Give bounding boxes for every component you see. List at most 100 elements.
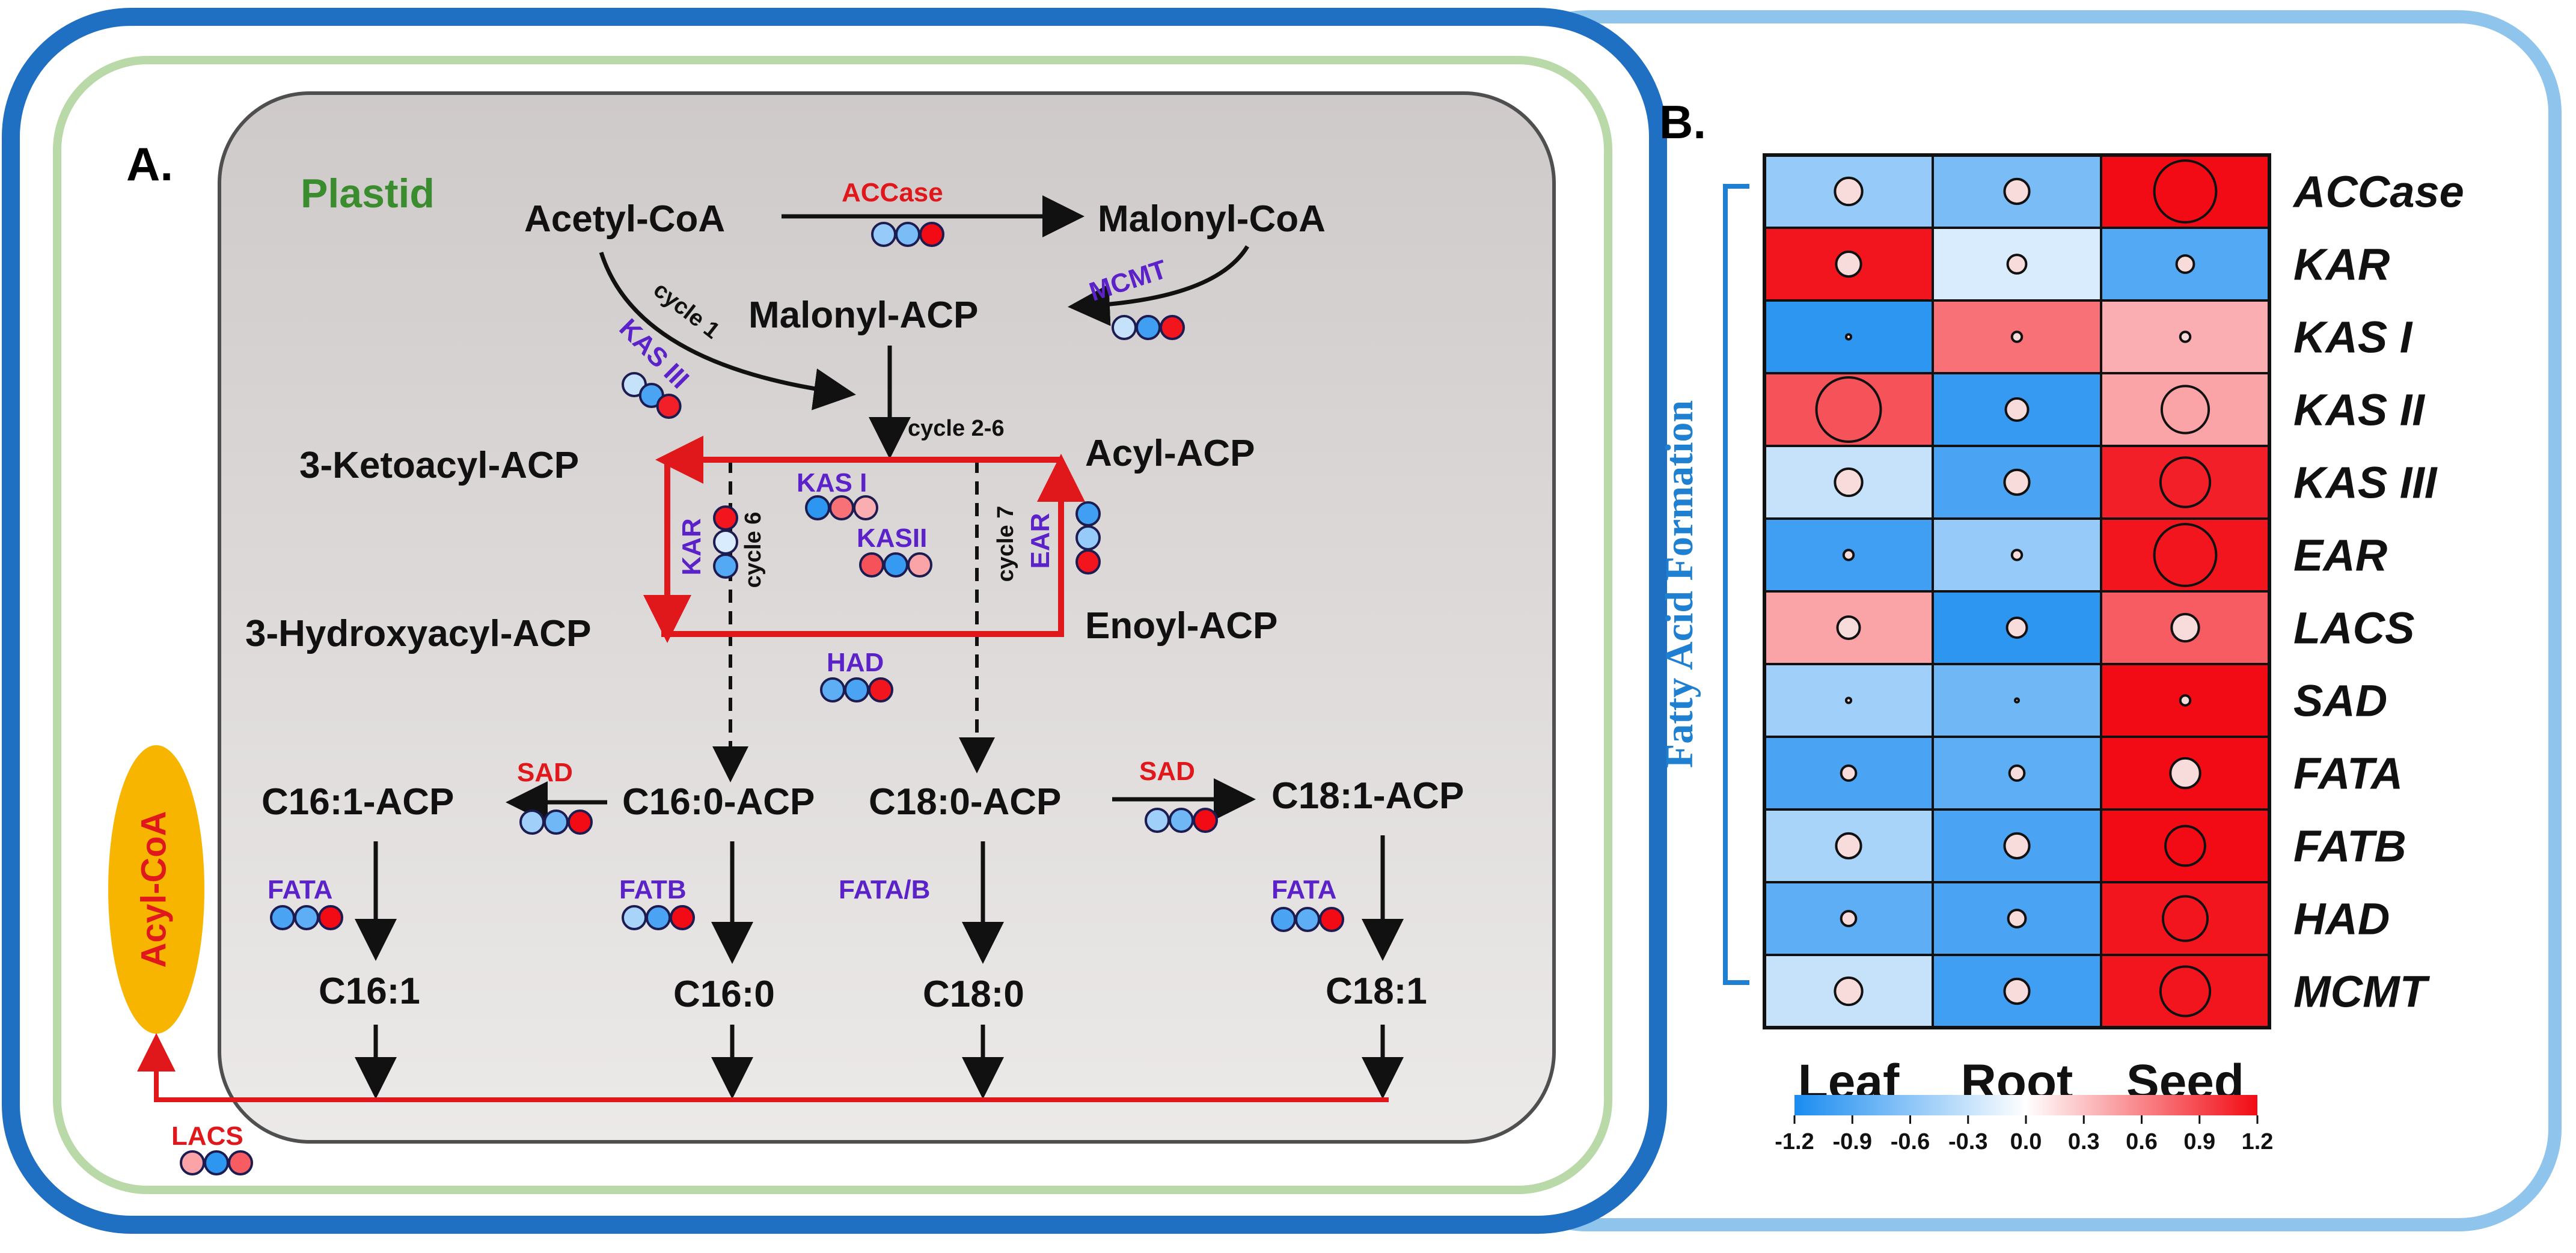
heatmap-row-label: LACS bbox=[2293, 603, 2414, 653]
enzyme-dot-lacs-root bbox=[204, 1150, 229, 1175]
heatmap-dot-had-leaf bbox=[1840, 910, 1858, 927]
enzyme-dot-fatb-root bbox=[646, 905, 671, 930]
enzyme-dot-kas-ii-leaf bbox=[859, 552, 884, 578]
panel-b-label: B. bbox=[1659, 96, 1706, 148]
sad-left-label: SAD bbox=[517, 758, 573, 787]
legend-tick-label: -1.2 bbox=[1775, 1129, 1814, 1154]
had-label: HAD bbox=[827, 648, 884, 677]
c16-1-acp-label: C16:1-ACP bbox=[262, 781, 454, 823]
legend-tick-label: -0.3 bbox=[1948, 1129, 1987, 1154]
heatmap-dot-mcmt-seed bbox=[2159, 965, 2212, 1017]
enzyme-dot-kar-leaf bbox=[713, 505, 738, 531]
enzyme-dot-accase-leaf bbox=[871, 222, 896, 247]
enzyme-dot-kas-i-leaf bbox=[805, 495, 830, 520]
heatmap-dot-kar-root bbox=[2006, 254, 2028, 275]
sad-right-label: SAD bbox=[1139, 757, 1195, 786]
heatmap-dot-had-seed bbox=[2161, 895, 2209, 942]
enzyme-dot-ear-leaf bbox=[1075, 501, 1101, 526]
cycle7-label: cycle 7 bbox=[993, 506, 1018, 582]
c16-0-acp-label: C16:0-ACP bbox=[622, 781, 815, 823]
enzyme-dot-ear-seed bbox=[1075, 549, 1101, 575]
enzyme-dot-mcmt-seed bbox=[1160, 315, 1185, 340]
enzyme-dot-kas-i-root bbox=[829, 495, 854, 520]
heatmap-dot-had-root bbox=[2007, 909, 2027, 928]
fata-left-label: FATA bbox=[268, 875, 332, 904]
enzyme-dot-mcmt-root bbox=[1136, 315, 1161, 340]
heatmap-border bbox=[1763, 153, 2271, 1029]
heatmap-dot-sad-leaf bbox=[1844, 697, 1853, 704]
heatmap-dot-fata-root bbox=[2008, 764, 2026, 782]
legend-tick-label: -0.6 bbox=[1891, 1129, 1930, 1154]
malonyl-acp-label: Malonyl-ACP bbox=[748, 294, 978, 336]
c16-1-label: C16:1 bbox=[319, 971, 420, 1012]
heatmap-dot-kar-leaf bbox=[1835, 250, 1862, 278]
heatmap-dot-ear-leaf bbox=[1842, 549, 1855, 561]
plastid-box bbox=[218, 91, 1556, 1144]
ear-label: EAR bbox=[1026, 513, 1055, 569]
cycle26-label: cycle 2-6 bbox=[908, 416, 1005, 441]
enzyme-dot-sad-leaf bbox=[519, 809, 545, 835]
enoyl-acp-label: Enoyl-ACP bbox=[1085, 605, 1277, 647]
heatmap-row-label: EAR bbox=[2293, 531, 2387, 581]
kas1-label: KAS I bbox=[797, 468, 867, 498]
heatmap-dot-kas-i-seed bbox=[2179, 331, 2192, 343]
heatmap-row-label: KAR bbox=[2293, 240, 2390, 290]
heatmap-dot-accase-seed bbox=[2153, 159, 2218, 224]
enzyme-dot-kar-seed bbox=[713, 553, 738, 579]
fatab-label: FATA/B bbox=[839, 875, 930, 904]
c16-0-label: C16:0 bbox=[673, 974, 775, 1015]
lacs-label: LACS bbox=[171, 1121, 243, 1151]
enzyme-dot-accase-seed bbox=[919, 222, 944, 247]
cycle6-label: cycle 6 bbox=[741, 512, 766, 588]
arrow-mcmt bbox=[1068, 245, 1249, 326]
enzyme-dot-kas-ii-seed bbox=[907, 552, 932, 578]
heatmap-dot-kas-i-leaf bbox=[1844, 333, 1853, 341]
expression-dot-groups bbox=[180, 222, 1344, 1175]
c18-1-label: C18:1 bbox=[1326, 971, 1427, 1012]
enzyme-dot-fata-seed bbox=[1319, 907, 1344, 932]
heatmap-dot-mcmt-root bbox=[2003, 977, 2031, 1005]
enzyme-dot-fata-leaf bbox=[270, 905, 295, 930]
plastid-label: Plastid bbox=[301, 171, 435, 216]
enzyme-dot-sad-root bbox=[1169, 808, 1194, 833]
heatmap-dot-accase-leaf bbox=[1834, 176, 1864, 207]
enzyme-dot-sad-seed bbox=[1193, 808, 1218, 833]
ketoacyl-acp-label: 3-Ketoacyl-ACP bbox=[299, 445, 579, 486]
heatmap-row-label: KAS I bbox=[2293, 312, 2413, 362]
heatmap-dot-kas-ii-root bbox=[2004, 397, 2030, 422]
panel-a-label: A. bbox=[126, 138, 173, 191]
enzyme-dot-lacs-leaf bbox=[180, 1150, 205, 1175]
accase-label: ACCase bbox=[842, 178, 943, 207]
heatmap-dot-ear-root bbox=[2010, 549, 2024, 561]
acyl-coa-label: Acyl-CoA bbox=[134, 811, 173, 968]
enzyme-dot-accase-root bbox=[895, 222, 920, 247]
kar-label: KAR bbox=[677, 518, 706, 575]
fatty-acid-bracket bbox=[1723, 184, 1749, 985]
c18-0-label: C18:0 bbox=[923, 974, 1024, 1015]
c18-0-acp-label: C18:0-ACP bbox=[869, 781, 1061, 823]
enzyme-dot-mcmt-leaf bbox=[1112, 315, 1137, 340]
legend-tick-label: -0.9 bbox=[1833, 1129, 1872, 1154]
heatmap-row-label: SAD bbox=[2293, 676, 2387, 726]
kas2-label: KASII bbox=[857, 523, 927, 553]
heatmap-row-label: MCMT bbox=[2293, 967, 2431, 1017]
heatmap-dot-lacs-seed bbox=[2170, 612, 2200, 643]
heatmap-dot-kas-iii-leaf bbox=[1834, 467, 1864, 498]
heatmap-dot-sad-root bbox=[2013, 697, 2021, 704]
heatmap-dot-kas-i-root bbox=[2010, 331, 2024, 343]
heatmap-dot-kas-iii-seed bbox=[2159, 456, 2212, 508]
enzyme-dot-lacs-seed bbox=[228, 1150, 253, 1175]
heatmap-dot-accase-root bbox=[2003, 177, 2031, 206]
enzyme-dot-kas-iii-seed bbox=[656, 394, 682, 419]
heatmap-dot-kas-ii-seed bbox=[2160, 385, 2210, 434]
heatmap-dot-kas-iii-root bbox=[2003, 468, 2031, 496]
legend-tick-label: 1.2 bbox=[2242, 1129, 2274, 1154]
heatmap-row-label: HAD bbox=[2293, 894, 2390, 944]
color-legend-bar bbox=[1794, 1095, 2257, 1115]
legend-tick-label: 0.0 bbox=[2010, 1129, 2042, 1154]
heatmap-dot-lacs-leaf bbox=[1836, 615, 1861, 641]
fatty-acid-side-label: Fatty Acid Formation bbox=[1657, 400, 1701, 768]
